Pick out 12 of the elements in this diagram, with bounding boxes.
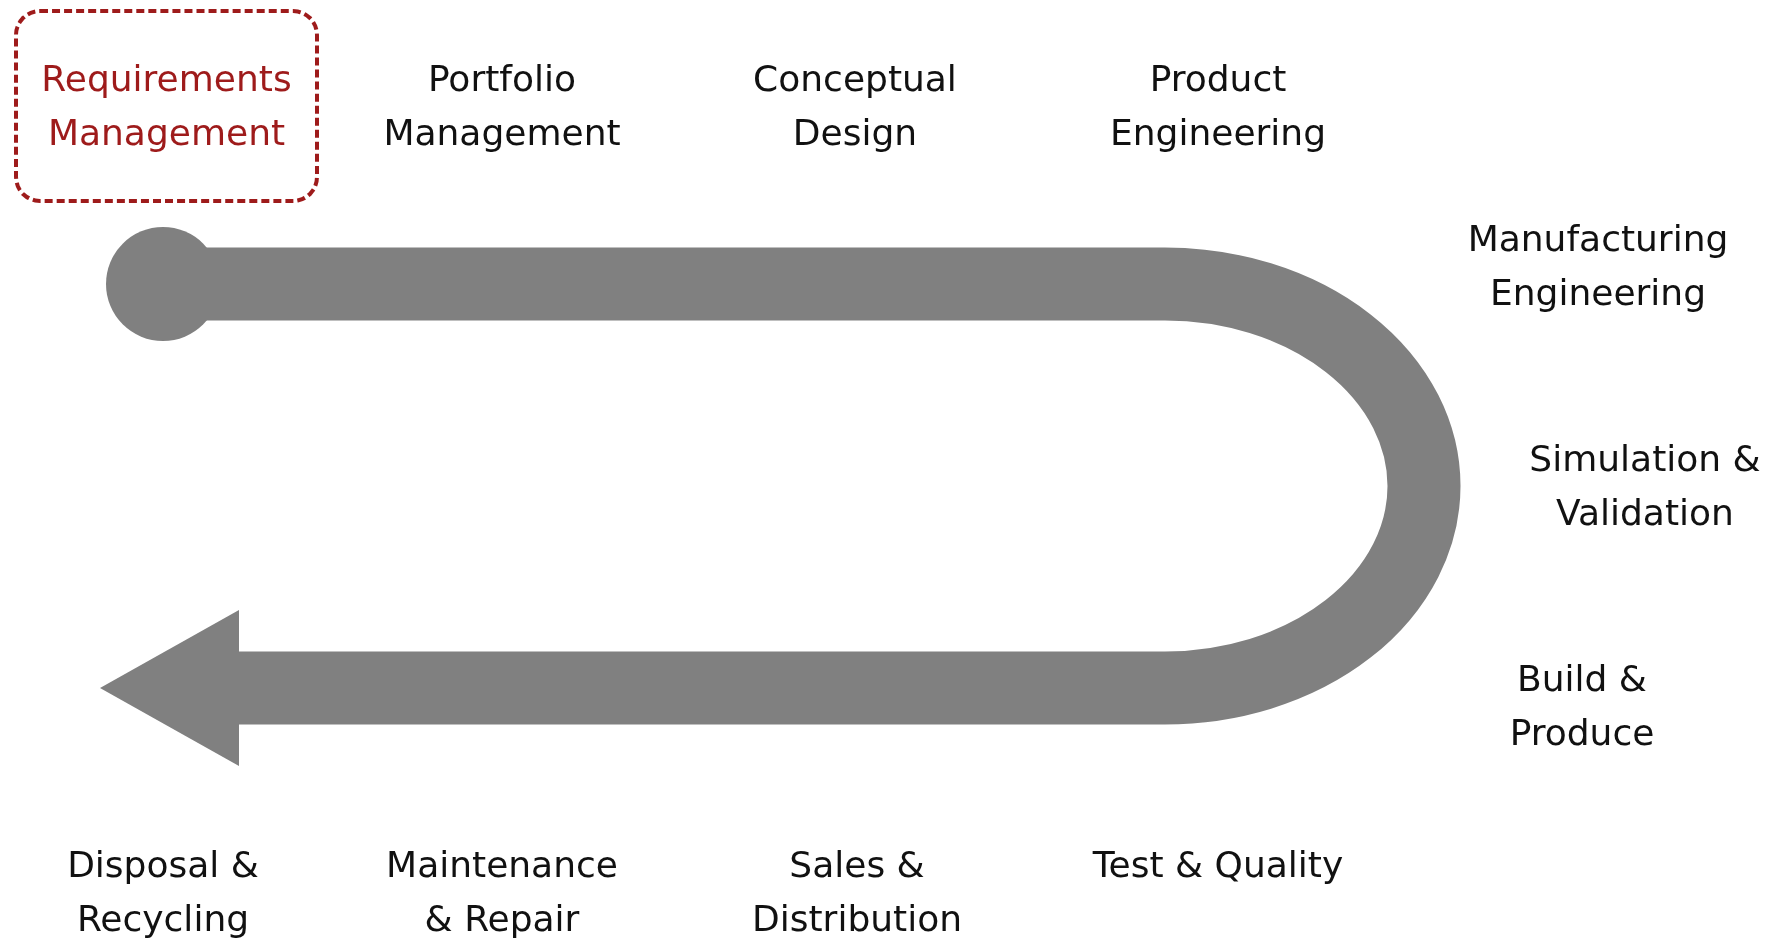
stage-label: Requirements Management bbox=[40, 57, 293, 155]
stage-label: Simulation & Validation bbox=[1528, 437, 1762, 535]
stage-label: Build & Produce bbox=[1508, 657, 1656, 755]
stage-label: Product Engineering bbox=[1109, 57, 1327, 155]
dashed-box bbox=[14, 9, 319, 203]
stage-label: Sales & Distribution bbox=[751, 843, 963, 941]
stage-label: Portfolio Management bbox=[382, 57, 622, 155]
stage-label: Conceptual Design bbox=[752, 57, 958, 155]
stage-label: Maintenance & Repair bbox=[385, 843, 619, 941]
stage-label: Disposal & Recycling bbox=[66, 843, 260, 941]
stage-label: Test & Quality bbox=[1091, 843, 1345, 887]
stage-label: Manufacturing Engineering bbox=[1466, 217, 1730, 315]
